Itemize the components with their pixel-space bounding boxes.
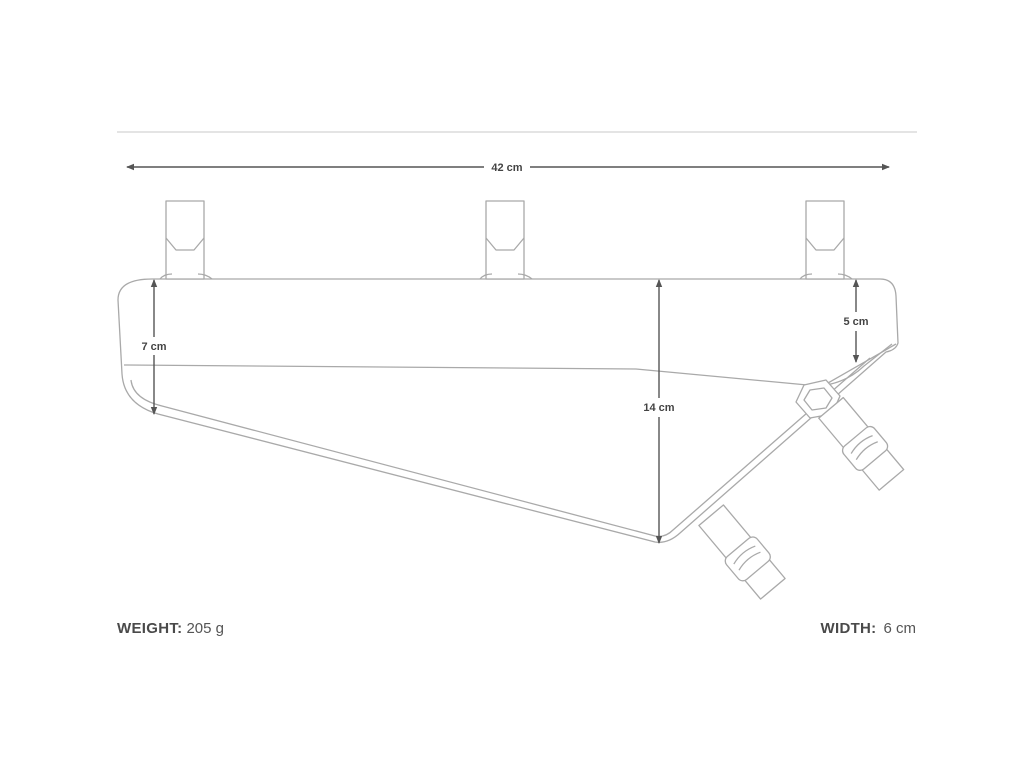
top-strap-middle — [479, 200, 533, 280]
bag-rear-seam — [827, 343, 897, 384]
bag-outline — [117, 278, 899, 543]
bag-bottom-seam — [130, 357, 871, 538]
length-label: 42 cm — [491, 162, 522, 174]
rear-height-label: 5 cm — [843, 316, 868, 328]
total-height-label: 14 cm — [643, 402, 674, 414]
weight-spec: WEIGHT:205 g — [117, 620, 224, 638]
front-height-label: 7 cm — [141, 341, 166, 353]
weight-label: WEIGHT: — [117, 620, 183, 637]
width-label: WIDTH: — [820, 620, 877, 637]
strap-lower — [698, 504, 786, 600]
weight-value: 205 g — [186, 620, 224, 637]
top-straps — [159, 200, 853, 280]
width-spec: WIDTH: 6 cm — [821, 620, 916, 638]
top-strap-rear — [799, 200, 853, 280]
strap-upper — [818, 396, 905, 491]
top-strap-front — [159, 200, 213, 280]
width-value: 6 cm — [883, 620, 916, 637]
bag-body — [117, 278, 899, 543]
dimension-arrows — [126, 163, 890, 544]
bag-inner-edge — [123, 343, 893, 387]
seat-tube-straps — [698, 379, 905, 600]
